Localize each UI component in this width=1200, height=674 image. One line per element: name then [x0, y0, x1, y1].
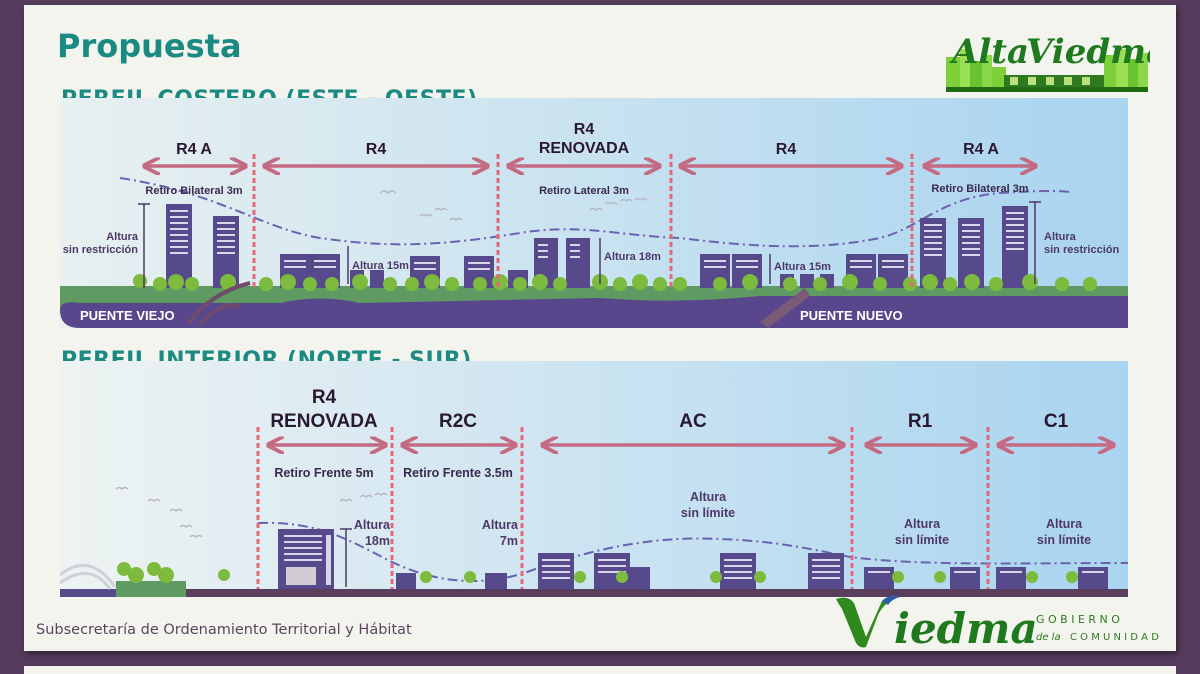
- footer-department: Subsecretaría de Ordenamiento Territoria…: [36, 622, 412, 638]
- height-markers: [340, 528, 352, 587]
- height-ac-l2: sin límite: [681, 506, 735, 520]
- height-c1-l2: sin límite: [1037, 533, 1091, 547]
- note-retiro-bilateral-right: Retiro Bilateral 3m: [931, 183, 1028, 195]
- old-bridge-icon: [186, 281, 251, 326]
- zone-label-r4a-left: R4 A: [176, 141, 212, 158]
- viedma-logo-text: iedma: [894, 604, 1038, 651]
- slide: Propuesta Alta Viedma PERFIL COSTERO (ES…: [24, 5, 1176, 651]
- height-c1-l1: Altura: [1046, 517, 1083, 531]
- note-retiro-lateral: Retiro Lateral 3m: [539, 185, 629, 197]
- zone-label-r4-left: R4: [366, 141, 387, 158]
- note-retiro-frente-5m: Retiro Frente 5m: [274, 466, 373, 480]
- new-bridge-icon: [760, 288, 810, 328]
- zone-label-r4-renovada-l1: R4: [312, 387, 337, 408]
- de-la-text: de la: [1036, 632, 1061, 643]
- bridge-label-new: PUENTE NUEVO: [800, 308, 903, 323]
- interior-profile-diagram: R4 RENOVADA R2C AC R1 C1 Retiro Frente 5…: [60, 361, 1128, 597]
- height-7m-l2: 7m: [500, 534, 518, 548]
- comunidad-text: C O M U N I D A D: [1070, 632, 1159, 643]
- height-markers: [138, 201, 1041, 288]
- coastal-profile-diagram: PUENTE VIEJO PUENTE NUEVO R4 A R4 R4: [60, 98, 1128, 328]
- note-retiro-bilateral-left: Retiro Bilateral 3m: [145, 185, 242, 197]
- height-r1-l2: sin límite: [895, 533, 949, 547]
- zone-label-r4-renovada-l1: R4: [574, 121, 595, 138]
- gobierno-text: G O B I E R N O: [1036, 613, 1120, 626]
- height-left-l1: Altura: [106, 231, 139, 243]
- city-skyline-icon: [946, 49, 1148, 92]
- height-18m-l1: Altura: [354, 518, 391, 532]
- birds-icon: [115, 486, 388, 538]
- viedma-text: Viedma: [1026, 32, 1150, 72]
- zone-label-ac: AC: [679, 411, 707, 432]
- alta-text: Alta: [949, 32, 1029, 72]
- trees: [117, 562, 1078, 583]
- height-15m-left: Altura 15m: [352, 260, 409, 272]
- height-7m-l1: Altura: [482, 518, 519, 532]
- height-18m-l2: 18m: [365, 534, 390, 548]
- zone-label-r2c: R2C: [439, 411, 477, 432]
- building-windows: [170, 210, 1024, 270]
- note-retiro-frente-3-5m: Retiro Frente 3.5m: [403, 466, 513, 480]
- height-right-l2: sin restricción: [1044, 244, 1119, 256]
- bridge-label-old: PUENTE VIEJO: [80, 308, 175, 323]
- zone-dividers: [256, 427, 990, 589]
- zone-label-r4-renovada-l2: RENOVADA: [539, 140, 630, 157]
- trees: [133, 274, 1097, 291]
- river: [60, 296, 1128, 328]
- height-r1-l1: Altura: [904, 517, 941, 531]
- height-ac-l1: Altura: [690, 490, 727, 504]
- zone-label-r4-right: R4: [776, 141, 797, 158]
- next-slide-edge: [24, 666, 1176, 674]
- slide-title: Propuesta: [57, 27, 242, 65]
- zone-dividers: [252, 154, 914, 288]
- alta-viedma-logo: Alta Viedma: [944, 32, 1150, 93]
- height-15m-right: Altura 15m: [774, 261, 831, 273]
- height-left-l2: sin restricción: [63, 244, 138, 256]
- viedma-v-swoosh-icon: [836, 596, 896, 648]
- arch-bridge-icon: [60, 564, 117, 590]
- zone-label-c1: C1: [1044, 411, 1069, 432]
- height-18m: Altura 18m: [604, 251, 661, 263]
- height-right-l1: Altura: [1044, 231, 1077, 243]
- viedma-government-logo: iedma G O B I E R N O de la C O M U N I …: [836, 595, 1159, 651]
- ground-strip: [60, 589, 1128, 597]
- birds-icon: [379, 190, 648, 221]
- zone-label-r1: R1: [908, 411, 933, 432]
- zone-label-r4a-right: R4 A: [963, 141, 999, 158]
- zone-label-r4-renovada-l2: RENOVADA: [270, 411, 378, 432]
